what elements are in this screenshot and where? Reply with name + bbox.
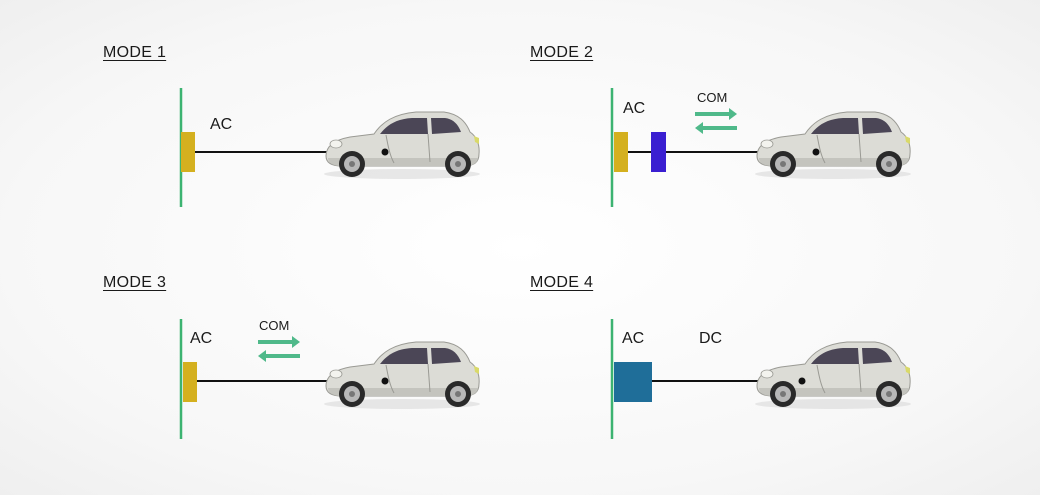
ac-socket: [614, 132, 628, 172]
car-icon: [754, 111, 912, 180]
mode-1-panel: MODE 1 AC: [0, 0, 520, 247]
com-label: COM: [259, 318, 290, 333]
mode-4-diagram: [610, 319, 912, 439]
control-box: [651, 132, 666, 172]
mode-1-diagram: [179, 88, 481, 207]
mode-4-panel: MODE 4 AC DC: [520, 247, 1040, 494]
com-arrows-icon: [256, 334, 302, 364]
charge-port: [381, 148, 389, 156]
charge-port: [798, 377, 806, 385]
car-icon: [754, 341, 912, 410]
ac-label: AC: [623, 100, 646, 117]
mode-2-panel: MODE 2 AC COM: [520, 0, 1040, 247]
mode-title: MODE 3: [103, 274, 167, 291]
ac-socket: [183, 362, 197, 402]
dc-charger: [614, 362, 652, 402]
ac-socket: [181, 132, 195, 172]
charge-port: [381, 377, 389, 385]
mode-3-diagram: [179, 319, 481, 439]
com-label: COM: [697, 90, 728, 105]
dc-label: DC: [699, 330, 723, 347]
ac-label: AC: [210, 116, 233, 133]
ac-label: AC: [190, 330, 213, 347]
car-icon: [323, 111, 481, 180]
mode-3-panel: MODE 3 AC COM: [0, 247, 520, 494]
mode-title: MODE 2: [530, 44, 594, 61]
car-icon: [323, 341, 481, 410]
mode-title: MODE 1: [103, 44, 167, 61]
mode-title: MODE 4: [530, 274, 594, 291]
com-arrows-icon: [693, 106, 739, 136]
ac-label: AC: [622, 330, 645, 347]
charge-port: [812, 148, 820, 156]
mode-2-diagram: [610, 88, 912, 207]
